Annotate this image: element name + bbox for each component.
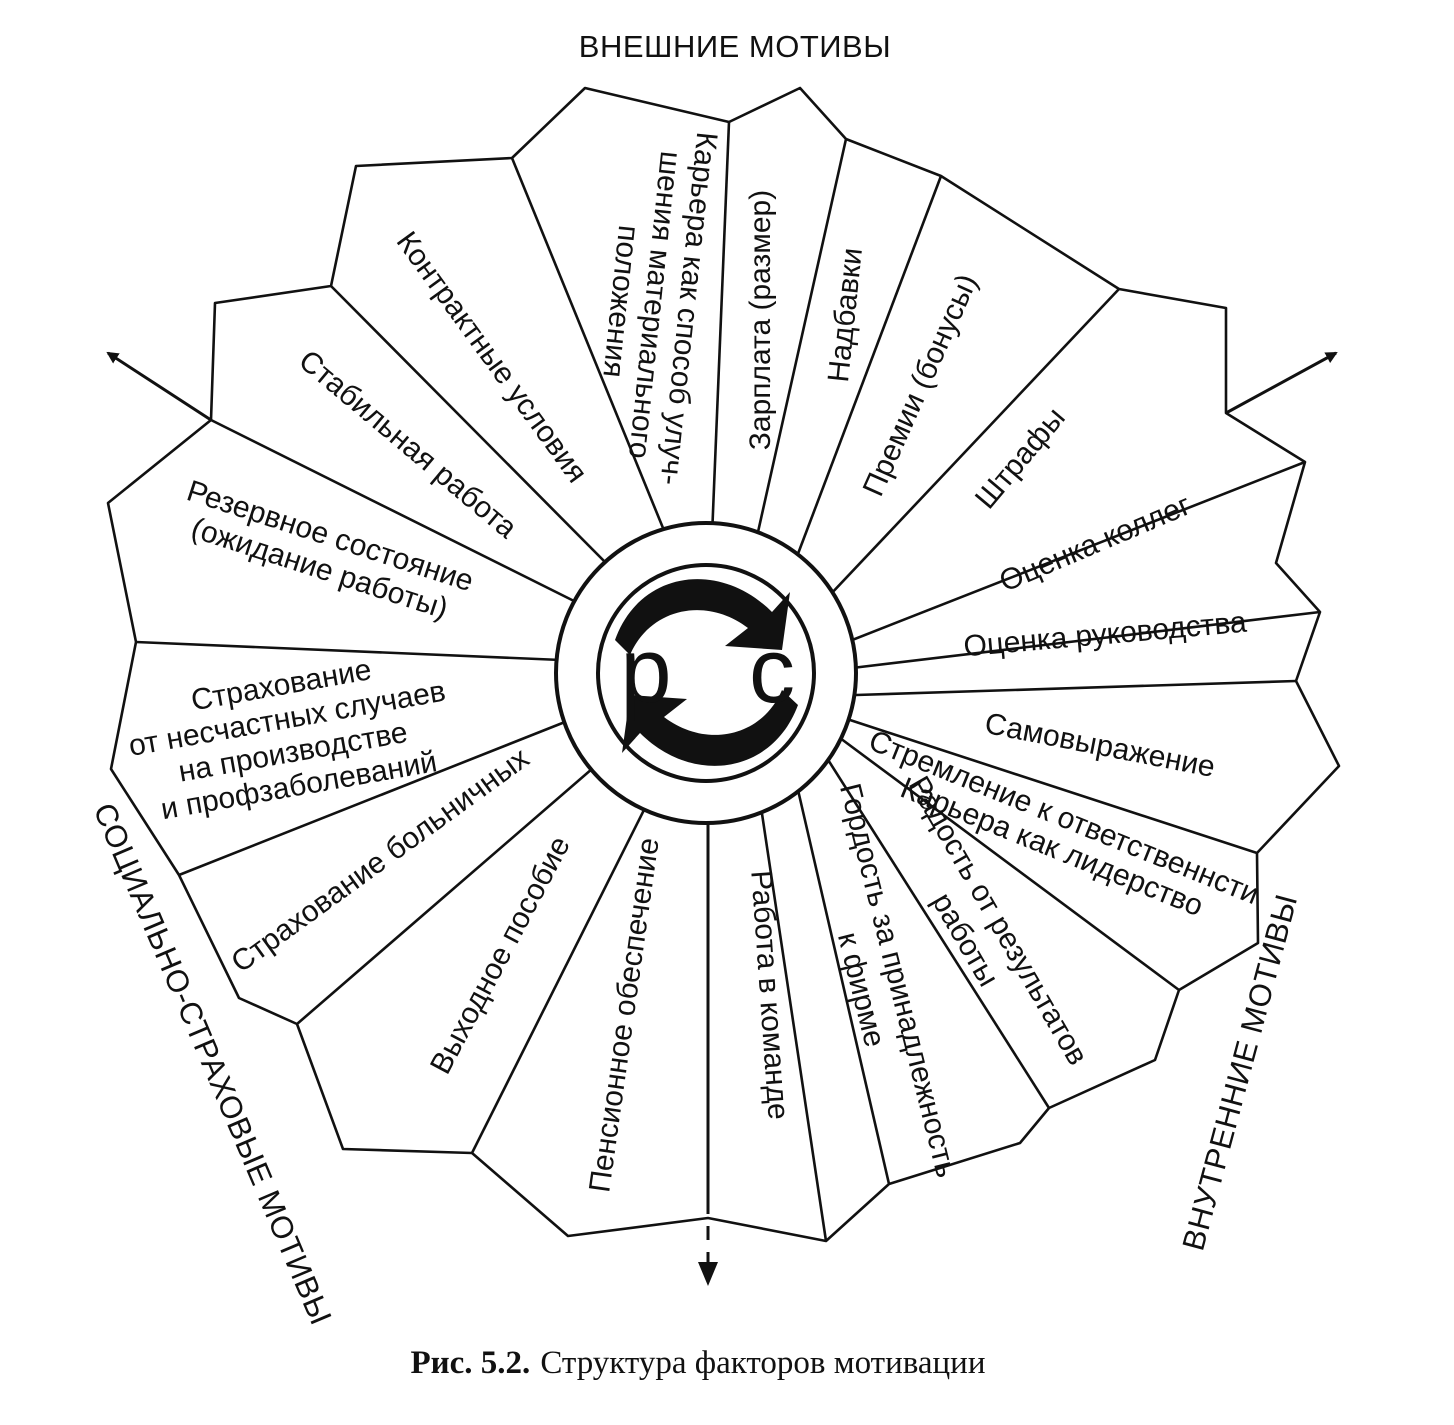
segment-label-shtrafy: Штрафы: [969, 401, 1072, 515]
hub-letter-right: с: [749, 620, 795, 722]
segment-label-strahovanie-neschastnyh: Страхованиеот несчастных случаевна произ…: [120, 641, 460, 830]
spoke: [855, 679, 1297, 697]
arrow-upper-right: [1225, 351, 1338, 415]
segment-label-line: Премии (бонусы): [857, 269, 984, 501]
spoke: [178, 718, 571, 877]
spoke: [470, 783, 659, 1154]
segment-label-rezervnoe: Резервное состояние(ожидание работы): [172, 474, 477, 630]
segment-label-line: Зарплата (размер): [744, 190, 777, 450]
segment-label-pensionnoe: Пенсионное обеспечение: [583, 836, 665, 1195]
spoke: [708, 121, 731, 586]
spoke: [811, 288, 1120, 615]
spokes: [135, 121, 1321, 1242]
title-social-motives: СОЦИАЛЬНО-СТРАХОВЫЕ МОТИВЫ: [87, 798, 339, 1330]
segment-label-karera-sposob: Карьера как способ улуч-шения материальн…: [586, 123, 724, 486]
caption-prefix: Рис. 5.2.: [410, 1345, 530, 1381]
segment-label-samovyrazhenie: Самовыражение: [982, 707, 1218, 784]
segment-label-line: Работа в команде: [744, 869, 794, 1121]
spoke: [849, 718, 1258, 855]
segment-label-line: Пенсионное обеспечение: [583, 836, 665, 1195]
segment-label-ocenka-kolleg: Оценка коллег: [995, 488, 1196, 598]
spoke: [330, 285, 608, 565]
spoke: [135, 640, 562, 662]
segment-label-zarplata: Зарплата (размер): [744, 190, 777, 450]
segment-label-nadbavki: Надбавки: [822, 246, 869, 384]
spoke: [296, 761, 601, 1025]
segment-label-line: Самовыражение: [982, 707, 1218, 784]
segment-label-line: Выходное пособие: [424, 831, 577, 1079]
title-internal-motives: ВНУТРЕННИЕ МОТИВЫ: [1175, 890, 1304, 1254]
segment-label-line: Надбавки: [822, 246, 869, 384]
segment-label-premii: Премии (бонусы): [857, 269, 984, 501]
segment-label-line: Штрафы: [969, 401, 1072, 515]
spoke: [839, 736, 1180, 992]
spoke: [743, 138, 848, 591]
spoke: [510, 157, 665, 529]
segment-label-line: Оценка руководства: [962, 606, 1248, 664]
title-external-motives: ВНЕШНИЕ МОТИВЫ: [579, 29, 891, 64]
spoke: [780, 175, 943, 597]
caption-text: Структура факторов мотивации: [540, 1345, 985, 1381]
segment-label-line: Оценка коллег: [995, 488, 1196, 598]
arrow-upper-left: [106, 351, 212, 422]
segment-label-ocenka-rukovodstva: Оценка руководства: [962, 606, 1248, 664]
arrow-down-head: [698, 1262, 718, 1286]
segment-label-rabota-v-komande: Работа в команде: [744, 869, 794, 1121]
spoke: [793, 776, 891, 1185]
spoke: [756, 786, 828, 1242]
segment-label-vyhodnoe: Выходное пособие: [424, 831, 577, 1079]
hub-arrow-top: [615, 579, 790, 655]
spoke: [851, 610, 1321, 670]
spoke: [210, 418, 579, 605]
hub-letter-left: р: [620, 620, 671, 722]
hub-logo: р с: [615, 579, 798, 766]
spoke: [841, 460, 1306, 646]
figure-caption: Рис. 5.2. Структура факторов мотивации: [410, 1345, 985, 1381]
spoke: [823, 754, 1051, 1109]
hub-arrow-bottom: [622, 690, 798, 766]
